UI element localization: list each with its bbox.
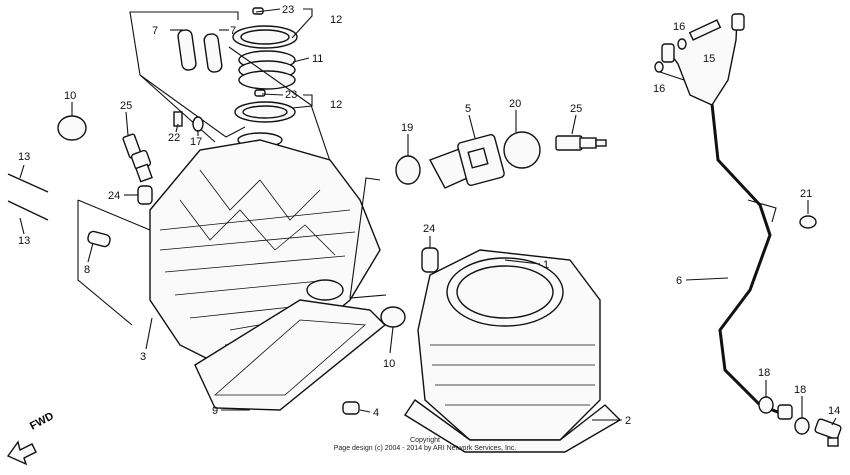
dowel-pin-right — [421, 247, 439, 273]
bolt-21 — [799, 215, 817, 229]
valve-guides — [177, 29, 223, 73]
callout-7b: 7 — [230, 25, 236, 37]
callout-9: 9 — [212, 405, 218, 417]
dowel-pin-8 — [87, 230, 111, 248]
washer-18-right — [794, 417, 810, 435]
stud-upper — [7, 173, 49, 193]
callout-18b: 18 — [794, 384, 806, 396]
callout-16a: 16 — [673, 21, 685, 33]
leader-lines — [19, 8, 837, 426]
callout-8: 8 — [84, 264, 90, 276]
cylinder-block — [404, 249, 622, 453]
dowel-pin-left — [137, 185, 153, 205]
callout-14: 14 — [828, 405, 840, 417]
valve-seal-right — [380, 306, 406, 328]
callout-10a: 10 — [64, 90, 76, 102]
callout-12a: 12 — [330, 14, 342, 26]
washer-18-left — [758, 396, 774, 414]
copyright-heading: Copyright — [410, 437, 440, 444]
callout-19: 19 — [401, 122, 413, 134]
bolt-15 — [688, 19, 722, 41]
fwd-arrow-icon — [6, 440, 37, 466]
callout-1: 1 — [543, 259, 549, 271]
callout-17: 17 — [190, 136, 202, 148]
oil-hose-assembly — [661, 13, 793, 420]
callout-18a: 18 — [758, 367, 770, 379]
callout-25a: 25 — [120, 100, 132, 112]
piston-ring-set — [232, 7, 298, 148]
valve-seal-left — [57, 115, 87, 141]
intake-pipe-5 — [429, 134, 505, 189]
callout-13b: 13 — [18, 235, 30, 247]
callout-24b: 24 — [423, 223, 435, 235]
callout-21: 21 — [800, 188, 812, 200]
callout-11: 11 — [312, 53, 323, 65]
callout-25b: 25 — [570, 103, 582, 115]
callout-7a: 7 — [152, 25, 158, 37]
washer-16-lower — [654, 61, 664, 73]
callout-4: 4 — [373, 407, 379, 419]
group-outline-left — [129, 11, 239, 76]
copyright-notice: Page design (c) 2004 - 2014 by ARI Netwo… — [333, 445, 517, 452]
stud-lower — [7, 200, 49, 221]
washer-16-upper — [677, 38, 687, 50]
o-ring-20 — [503, 131, 541, 169]
callout-6: 6 — [676, 275, 682, 287]
callout-24a: 24 — [108, 190, 120, 202]
callout-22: 22 — [168, 132, 180, 144]
callout-15: 15 — [703, 53, 715, 65]
spark-plug-left — [122, 133, 153, 183]
callout-23a: 23 — [282, 4, 294, 16]
washer-17 — [192, 116, 204, 132]
o-ring-19 — [395, 155, 421, 185]
callout-3: 3 — [140, 351, 146, 363]
callout-20: 20 — [509, 98, 521, 110]
callout-5: 5 — [465, 103, 471, 115]
callout-16b: 16 — [653, 83, 665, 95]
callout-labels: 23 12 7 7 11 23 12 10 25 22 17 13 13 24 … — [18, 4, 840, 427]
callout-13a: 13 — [18, 151, 30, 163]
spark-plug-right — [555, 135, 607, 151]
fitting-14 — [814, 418, 842, 447]
callout-10b: 10 — [383, 358, 395, 370]
callout-23b: 23 — [285, 89, 297, 101]
callout-2: 2 — [625, 415, 631, 427]
dowel-pin-4 — [342, 401, 360, 415]
callout-12b: 12 — [330, 99, 342, 111]
bolt-22 — [173, 111, 183, 127]
